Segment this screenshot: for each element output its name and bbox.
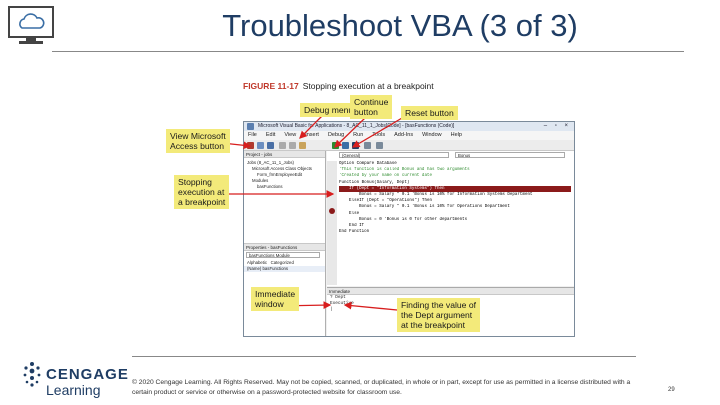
- project-tree-item[interactable]: Form_frmEmployeeEdit: [257, 172, 303, 177]
- vba-app-icon: [247, 123, 254, 130]
- menu-window[interactable]: Window: [422, 132, 442, 138]
- callout-continue-button: Continue button: [350, 95, 393, 119]
- project-tree-item[interactable]: Jobs (8_AC_11_1_Jobs): [247, 160, 294, 165]
- monitor-cloud-icon: [8, 6, 54, 44]
- paste-icon[interactable]: [299, 142, 306, 149]
- callout-stopping-execution: Stopping execution at a breakpoint: [174, 175, 230, 209]
- brand-name: CENGAGE: [46, 366, 129, 383]
- breakpoint-icon[interactable]: [329, 208, 335, 214]
- code-line[interactable]: Option Compare Database: [339, 162, 397, 166]
- copyright-notice: © 2020 Cengage Learning. All Rights Rese…: [132, 379, 631, 396]
- code-line[interactable]: End If: [339, 224, 365, 229]
- figure-caption-text: Stopping execution at a breakpoint: [302, 81, 434, 91]
- menu-tools[interactable]: Tools: [372, 132, 386, 138]
- immediate-line: ? Dept: [330, 295, 346, 300]
- immediate-line: Executive: [330, 301, 354, 306]
- breakpoint-line[interactable]: If (Dept = "Information Systems") Then: [339, 185, 571, 193]
- cengage-logo-icon: [23, 362, 41, 387]
- continue-arrow: [334, 117, 366, 148]
- callout-view-access: View Microsoft Access button: [166, 129, 230, 153]
- code-line[interactable]: 'This function is called Bonus and has t…: [339, 168, 470, 173]
- properties-pane-title: Properties - basFunctions: [244, 244, 325, 251]
- code-gutter[interactable]: [327, 161, 337, 285]
- window-controls[interactable]: – ▫ ×: [543, 123, 571, 129]
- callout-debug-menu: Debug menu: [300, 103, 358, 117]
- code-line[interactable]: Bonus = Salary * 0.1 'Bonus is 10% for O…: [339, 205, 510, 210]
- menu-edit[interactable]: Edit: [265, 132, 276, 138]
- code-line[interactable]: Function Bonus(Salary, Dept): [339, 180, 410, 185]
- figure-label: FIGURE 11-17: [243, 81, 299, 91]
- code-window[interactable]: (General) Bonus Option Compare Database '…: [327, 151, 574, 286]
- menu-run[interactable]: Run: [353, 132, 364, 138]
- code-line[interactable]: Bonus = Salary * 0.1 'Bonus is 10% for I…: [339, 193, 533, 198]
- footer-rule: [132, 356, 636, 357]
- project-tree: Jobs (8_AC_11_1_Jobs)Microsoft Access Cl…: [244, 158, 325, 244]
- design-mode-icon[interactable]: [364, 142, 371, 149]
- tab-categorized[interactable]: Categorized: [270, 260, 294, 265]
- menu-bar: File Edit View Insert Debug Run Tools Add-Ins Wi…: [244, 131, 574, 140]
- code-line[interactable]: 'Created by your name on current date: [339, 174, 432, 179]
- cut-icon[interactable]: [279, 142, 286, 149]
- slide-title: Troubleshoot VBA (3 of 3): [222, 8, 578, 43]
- code-line[interactable]: Bonus = 0 'Bonus is 0 for other departme…: [339, 217, 468, 222]
- project-pane-title: Project - jobs: [244, 151, 325, 158]
- debug-menu-arrow: [299, 115, 323, 139]
- menu-file[interactable]: File: [248, 132, 257, 138]
- tab-alphabetic[interactable]: Alphabetic: [247, 260, 268, 265]
- callout-immediate-window: Immediate window: [251, 287, 300, 311]
- project-explorer-icon[interactable]: [376, 142, 383, 149]
- break-icon[interactable]: [342, 142, 349, 149]
- menu-addins[interactable]: Add-Ins: [394, 132, 414, 138]
- code-line[interactable]: End Function: [339, 230, 370, 235]
- reset-arrow: [351, 117, 403, 148]
- title-rule: [52, 51, 684, 52]
- project-tree-item[interactable]: Modules: [252, 178, 269, 183]
- properties-name-row[interactable]: (Name) basFunctions: [244, 266, 325, 272]
- immediate-line: |: [330, 307, 333, 312]
- copy-icon[interactable]: [289, 142, 296, 149]
- insert-icon[interactable]: [257, 142, 264, 149]
- project-tree-item[interactable]: basFunctions: [257, 184, 283, 189]
- immediate-title: Immediate: [327, 288, 574, 295]
- brand-sub: Learning: [46, 382, 101, 398]
- procedure-combo[interactable]: Bonus: [455, 152, 565, 158]
- page-number: 29: [668, 387, 675, 393]
- code-lines: Option Compare Database 'This function is…: [339, 161, 571, 235]
- finding-arrow: [343, 301, 398, 311]
- object-combo[interactable]: (General): [339, 152, 449, 158]
- menu-insert[interactable]: Insert: [305, 132, 319, 138]
- code-line[interactable]: ElseIf (Dept = "Operations") Then: [339, 199, 432, 204]
- callout-finding-value: Finding the value of the Dept argument a…: [397, 298, 481, 332]
- code-line[interactable]: Else: [339, 211, 360, 216]
- menu-view[interactable]: View: [284, 132, 297, 138]
- project-tree-item[interactable]: Microsoft Access Class Objects: [252, 166, 312, 171]
- menu-help[interactable]: Help: [450, 132, 462, 138]
- menu-debug[interactable]: Debug: [327, 132, 345, 138]
- properties-combo[interactable]: basFunctions Module: [246, 252, 320, 258]
- callout-reset-button: Reset button: [401, 106, 458, 120]
- save-icon[interactable]: [267, 142, 274, 149]
